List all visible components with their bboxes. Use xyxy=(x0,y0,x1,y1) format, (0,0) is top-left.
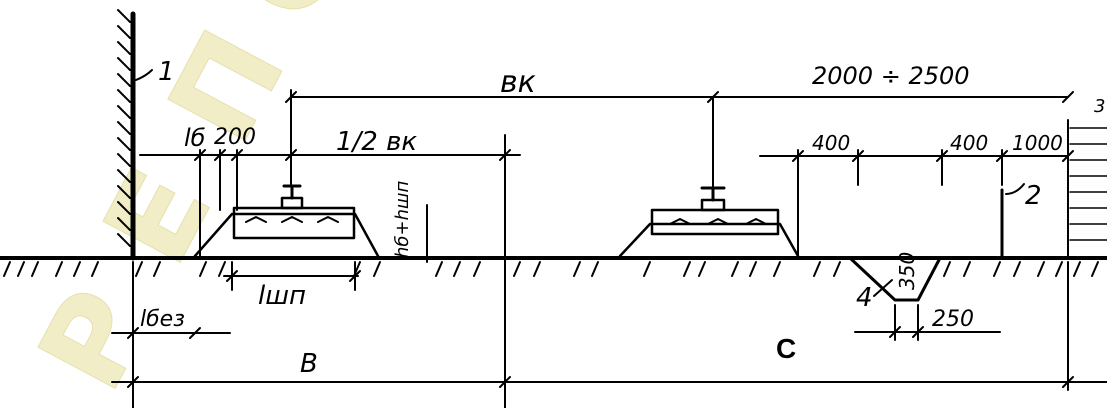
right-track xyxy=(618,186,800,258)
sleeper-height-label: hб+hшп xyxy=(392,181,413,258)
dim-1000-label: 1000 xyxy=(1012,131,1063,155)
half-track-width-label: 1/2 вк xyxy=(336,127,417,157)
dim-2000-2500-label: 2000 ÷ 2500 xyxy=(812,62,970,90)
right-boundary xyxy=(1067,119,1107,259)
post-marker-label: 2 xyxy=(1025,181,1042,211)
wall-marker-label: 1 xyxy=(158,57,175,87)
safety-gap-label: lбез xyxy=(140,307,185,332)
zone-b-label: В xyxy=(300,349,318,379)
dim-200-label: 200 xyxy=(214,125,256,150)
track-width-label: вк xyxy=(500,65,536,100)
wall xyxy=(117,9,153,261)
dimension-lines xyxy=(111,89,1107,408)
zone-c-label: С xyxy=(776,333,796,364)
edge-marker-label: 3 xyxy=(1094,96,1105,117)
dim-400-b-label: 400 xyxy=(950,131,988,155)
sleeper-length-label: lшп xyxy=(258,281,306,311)
ground-line xyxy=(0,256,1107,277)
drainage-ditch xyxy=(848,256,942,302)
ditch-marker-label: 4 xyxy=(856,283,873,313)
dim-400-a-label: 400 xyxy=(812,131,850,155)
berm-width-label: lб xyxy=(184,124,206,152)
dim-250-label: 250 xyxy=(932,307,974,332)
svg-text:Р: Р xyxy=(13,269,177,408)
dim-350-label: 350 xyxy=(895,252,919,290)
signal-post xyxy=(1000,183,1025,258)
left-track xyxy=(193,184,380,258)
watermark: Р Е П О xyxy=(12,0,379,408)
